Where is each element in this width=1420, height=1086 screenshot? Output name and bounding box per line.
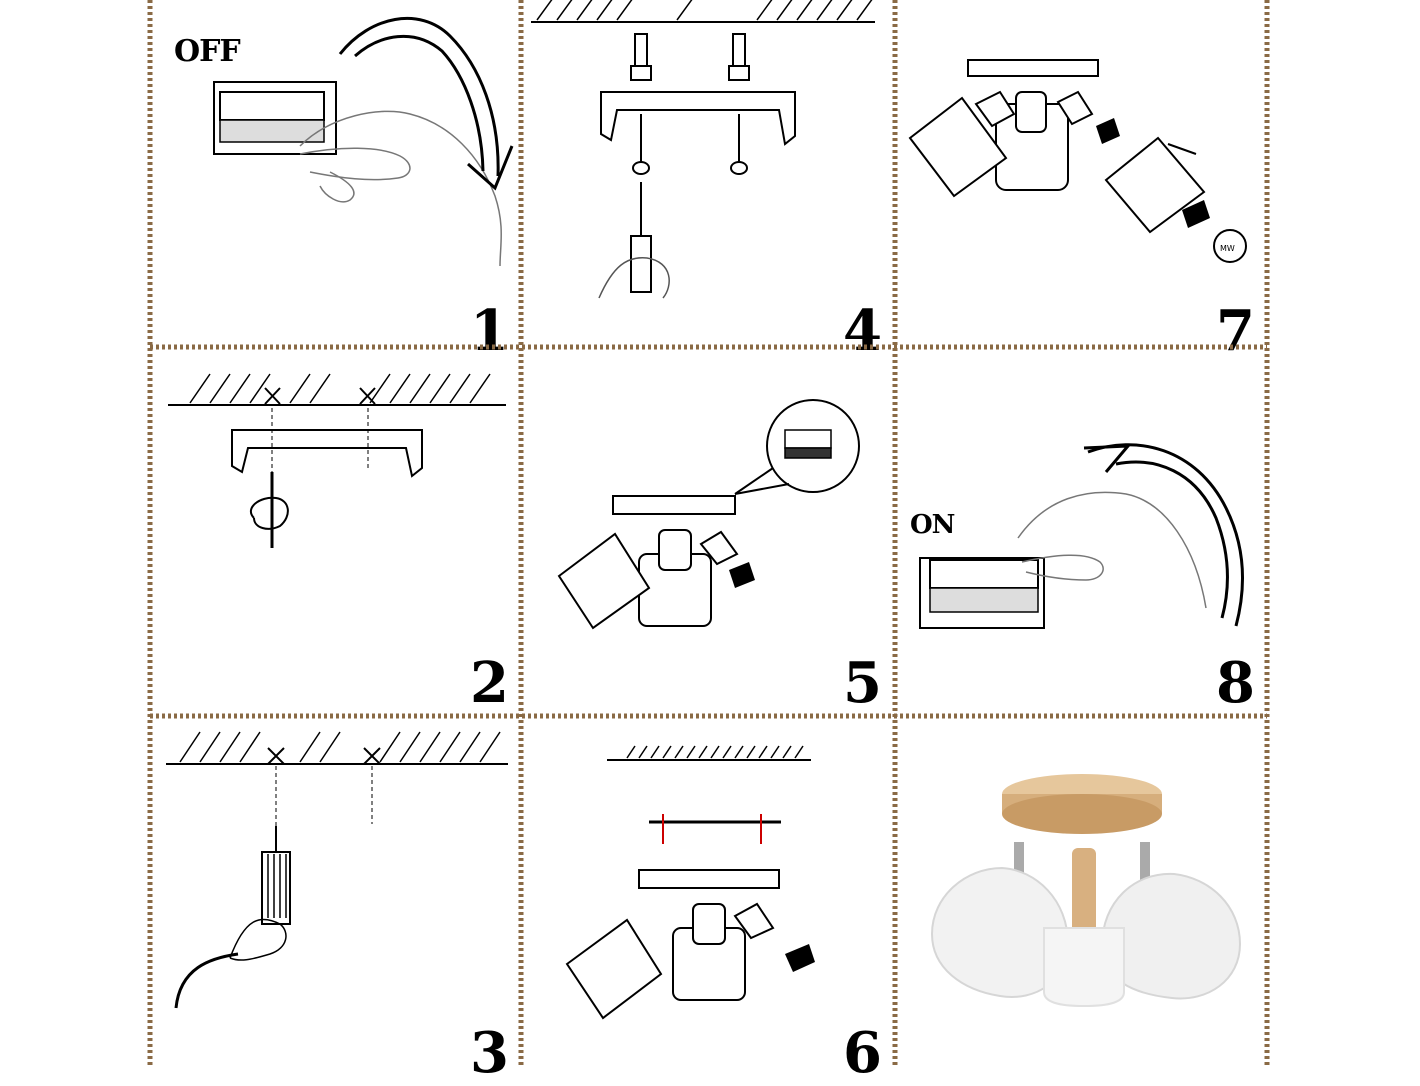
step-6-panel: 6 — [523, 718, 896, 1085]
step-1-number: 1 — [470, 298, 509, 364]
step-4-panel: 4 — [523, 0, 896, 363]
mark-holes-illustration — [168, 373, 506, 548]
finished-lamp-image — [930, 774, 1242, 1008]
step-3-panel: 3 — [150, 718, 523, 1085]
step-5-panel: 5 — [523, 348, 896, 715]
step-4-number: 4 — [843, 298, 882, 364]
step-5-number: 5 — [843, 650, 882, 716]
step-6-number: 6 — [843, 1020, 882, 1086]
switch-off-illustration — [213, 16, 514, 267]
step-2-panel: 2 — [150, 348, 523, 715]
off-label: OFF — [174, 34, 241, 69]
connect-wires-illustration — [557, 399, 860, 630]
step-8-panel: ON 8 — [896, 348, 1269, 715]
switch-on-illustration — [919, 443, 1245, 629]
mount-fixture-illustration — [565, 745, 815, 1020]
instruction-grid: OFF 1 2 — [150, 0, 1269, 1081]
fix-bracket-illustration — [531, 0, 875, 299]
product-photo-panel — [896, 718, 1269, 1085]
step-3-number: 3 — [470, 1020, 509, 1086]
step-8-number: 8 — [1216, 650, 1255, 716]
on-label: ON — [910, 510, 955, 540]
bulb-label: MW — [1220, 244, 1235, 253]
step-7-number: 7 — [1216, 298, 1255, 364]
attach-shades-illustration: MW — [908, 59, 1247, 263]
step-1-panel: OFF 1 — [150, 0, 523, 363]
step-7-panel: MW 7 — [896, 0, 1269, 363]
step-2-number: 2 — [470, 650, 509, 716]
drill-holes-illustration — [166, 731, 508, 1009]
